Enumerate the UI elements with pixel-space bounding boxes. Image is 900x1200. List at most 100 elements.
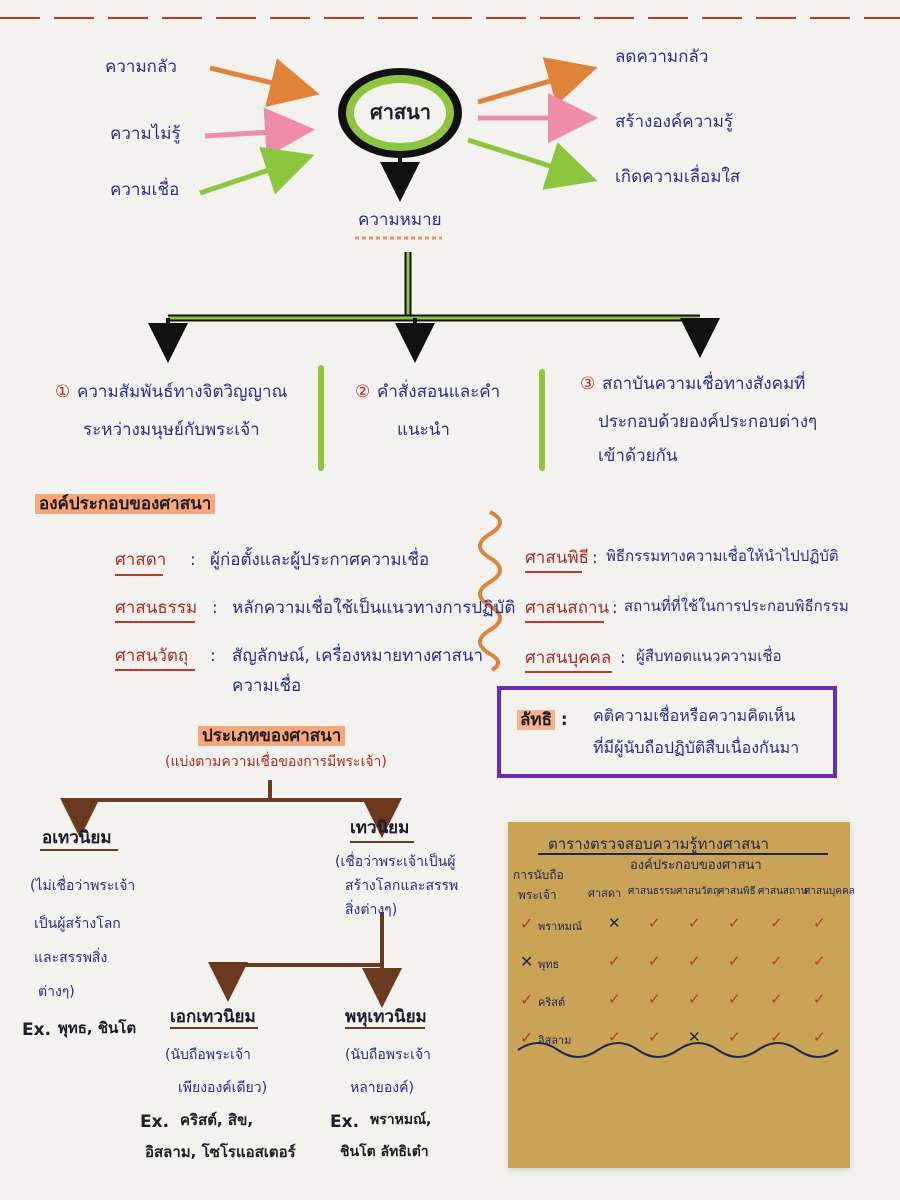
- input-ignorance: ความไม่รู้: [110, 124, 181, 144]
- table-cell-mark: ✓: [688, 914, 701, 932]
- atheism-desc-4: ต่างๆ): [38, 984, 75, 1000]
- monotheism-ex-2: อิสลาม, โซโรแอสเตอร์: [145, 1143, 296, 1161]
- cult-line-1: คติความเชื่อหรือความคิดเห็น: [593, 706, 796, 725]
- component-def-person: ผู้สืบทอดแนวความเชื่อ: [636, 647, 782, 665]
- atheism-name: อเทวนิยม: [42, 828, 112, 848]
- component-term-place: ศาสนสถาน: [525, 598, 610, 618]
- row-god-mark: ✓: [520, 1028, 534, 1047]
- component-term-dhamma: ศาสนธรรม: [115, 598, 198, 618]
- table-cell-mark: ✕: [688, 1028, 701, 1046]
- output-faith: เกิดความเลื่อมใส: [615, 167, 741, 187]
- table-cell-mark: ✓: [608, 1028, 621, 1046]
- component-def-object-2: ความเชื่อ: [232, 676, 302, 696]
- arrow-output-3: [467, 137, 598, 190]
- table-first-col-2: พระเจ้า: [518, 888, 557, 902]
- polytheism-ex-1: พราหมณ์,: [370, 1112, 432, 1128]
- meaning-text-2a: คำสั่งสอนและคำ: [377, 382, 501, 402]
- theism-name: เทวนิยม: [350, 818, 410, 838]
- meaning-number-3: ③: [580, 374, 596, 394]
- table-cell-mark: ✕: [608, 914, 621, 932]
- col-dhamma: ศาสนธรรม: [628, 886, 677, 897]
- component-def-prophet: ผู้ก่อตั้งและผู้ประกาศความเชื่อ: [210, 550, 430, 570]
- table-decor: [517, 853, 839, 1058]
- component-colon-1: :: [190, 550, 196, 570]
- atheism-desc-3: และสรรพสิ่ง: [34, 950, 108, 966]
- polytheism-name: พหุเทวนิยม: [345, 1007, 427, 1027]
- input-fear: ความกลัว: [105, 57, 177, 77]
- table-header-sub: องค์ประกอบของศาสนา: [630, 858, 762, 873]
- input-belief: ความเชื่อ: [110, 180, 180, 200]
- atheism-ex-label: Ex.: [22, 1020, 52, 1040]
- table-cell-mark: ✓: [728, 990, 741, 1008]
- polytheism-desc-1: (นับถือพระเจ้า: [345, 1047, 431, 1063]
- meaning-title: ความหมาย: [358, 210, 442, 230]
- component-term-object: ศาสนวัตถุ: [115, 646, 189, 666]
- polytheism-desc-2: หลายองค์): [350, 1080, 414, 1096]
- component-def-dhamma: หลักความเชื่อใช้เป็นแนวทางการปฏิบัติ: [232, 598, 516, 618]
- theism-desc-3: สิ่งต่างๆ): [345, 902, 398, 918]
- row-religion-name: พราหมณ์: [538, 920, 583, 933]
- meaning-text-2b: แนะนำ: [397, 420, 450, 440]
- polytheism-ex-label: Ex.: [330, 1112, 360, 1132]
- meaning-text-1a: ความสัมพันธ์ทางจิตวิญญาณ: [77, 382, 288, 402]
- table-first-col-1: การนับถือ: [513, 868, 564, 882]
- component-def-object: สัญลักษณ์, เครื่องหมายทางศาสนา: [232, 646, 484, 666]
- cult-term: ลัทธิ :: [517, 708, 568, 733]
- table-cell-mark: ✓: [770, 1028, 783, 1046]
- col-ritual: ศาสนพิธี: [718, 886, 756, 897]
- table-cell-mark: ✓: [770, 952, 783, 970]
- row-god-mark: ✓: [520, 914, 534, 933]
- components-title: องค์ประกอบของศาสนา: [35, 492, 216, 517]
- table-cell-mark: ✓: [770, 990, 783, 1008]
- row-religion-name: คริสต์: [538, 996, 566, 1009]
- cult-box: ลัทธิ : คติความเชื่อหรือความคิดเห็น ที่ม…: [497, 686, 837, 778]
- component-def-place: สถานที่ที่ใช้ในการประกอบพิธีกรรม: [624, 597, 849, 615]
- table-cell-mark: ✓: [813, 1028, 826, 1046]
- monotheism-desc-2: เพียงองค์เดียว): [178, 1080, 268, 1096]
- table-cell-mark: ✓: [608, 990, 621, 1008]
- col-person: ศาสนบุคคล: [804, 886, 855, 897]
- table-cell-mark: ✓: [688, 952, 701, 970]
- component-term-prophet: ศาสดา: [115, 550, 167, 570]
- atheism-desc-2: เป็นผู้สร้างโลก: [34, 916, 121, 932]
- meaning-number-1: ①: [55, 382, 71, 402]
- arrow-output-1: [477, 57, 598, 106]
- atheism-desc-1: (ไม่เชื่อว่าพระเจ้า: [30, 878, 136, 894]
- component-colon-6: :: [620, 648, 626, 668]
- table-cell-mark: ✓: [728, 914, 741, 932]
- atheism-ex: พุทธ, ชินโต: [58, 1019, 137, 1037]
- types-title: ประเภทของศาสนา: [198, 724, 346, 749]
- center-label: ศาสนา: [370, 100, 432, 124]
- table-cell-mark: ✓: [813, 990, 826, 1008]
- meaning-number-2: ②: [355, 382, 371, 402]
- row-god-mark: ✕: [520, 952, 534, 971]
- component-colon-3: :: [210, 646, 216, 666]
- theism-desc-2: สร้างโลกและสรรพ: [345, 878, 459, 894]
- polytheism-ex-2: ชินโต ลัทธิเต๋า: [340, 1144, 429, 1160]
- monotheism-ex-1: คริสต์, สิข,: [180, 1111, 254, 1129]
- knowledge-check-card: ตารางตรวจสอบความรู้ทางศาสนา องค์ประกอบขอ…: [508, 822, 855, 1168]
- components-title-text: องค์ประกอบของศาสนา: [35, 494, 216, 514]
- types-title-text: ประเภทของศาสนา: [198, 726, 346, 746]
- cult-term-text: ลัทธิ: [517, 710, 555, 730]
- table-cell-mark: ✓: [728, 1028, 741, 1046]
- arrow-input-3: [199, 146, 315, 196]
- table-title: ตารางตรวจสอบความรู้ทางศาสนา: [548, 835, 769, 853]
- types-subtitle: (แบ่งตามความเชื่อของการมีพระเจ้า): [165, 754, 387, 770]
- component-colon-4: :: [592, 548, 598, 568]
- monotheism-ex-label: Ex.: [140, 1112, 170, 1132]
- meaning-text-1b: ระหว่างมนุษย์กับพระเจ้า: [83, 420, 260, 440]
- table-cell-mark: ✓: [648, 914, 661, 932]
- monotheism-name: เอกเทวนิยม: [170, 1007, 256, 1027]
- row-religion-name: อิสลาม: [538, 1034, 572, 1047]
- monotheism-desc-1: (นับถือพระเจ้า: [165, 1047, 251, 1063]
- table-cell-mark: ✓: [728, 952, 741, 970]
- table-cell-mark: ✓: [648, 1028, 661, 1046]
- table-cell-mark: ✓: [813, 952, 826, 970]
- table-cell-mark: ✓: [648, 990, 661, 1008]
- row-religion-name: พุทธ: [538, 958, 560, 971]
- component-term-ritual: ศาสนพิธี: [525, 548, 589, 568]
- table-cell-mark: ✓: [688, 990, 701, 1008]
- table-cell-mark: ✓: [648, 952, 661, 970]
